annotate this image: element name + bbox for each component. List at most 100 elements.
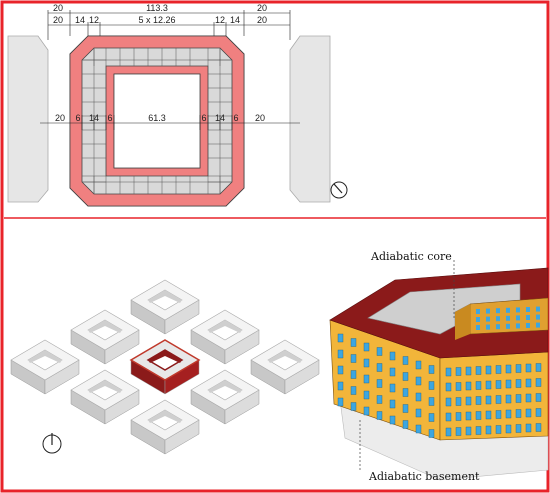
window: [455, 412, 462, 421]
window: [428, 413, 435, 422]
neighbour-right: [289, 35, 331, 203]
window: [485, 425, 492, 435]
window: [536, 322, 540, 328]
urban-block-model: [10, 279, 320, 455]
window: [486, 316, 490, 322]
dim-right-b: 14: [230, 15, 240, 25]
window: [536, 314, 540, 320]
block-courtyard-wall: [88, 380, 122, 393]
window: [525, 423, 532, 433]
window: [415, 392, 422, 402]
dim-mid-d-left: 6: [107, 113, 112, 123]
window: [363, 358, 370, 368]
window: [465, 381, 472, 391]
window: [485, 410, 492, 420]
window: [486, 324, 490, 330]
window: [415, 424, 422, 434]
window: [455, 382, 462, 391]
window: [445, 397, 452, 407]
window: [376, 363, 383, 372]
window: [505, 364, 512, 374]
window: [350, 402, 357, 411]
window: [515, 379, 522, 388]
floor-plan: 20 113.3 20 20 14 12 5 x 12.26 12 14 20 …: [7, 3, 348, 207]
window: [389, 351, 396, 361]
window: [506, 307, 510, 313]
window: [350, 338, 357, 347]
window: [363, 390, 370, 400]
block: [10, 339, 80, 395]
block: [130, 399, 200, 455]
window: [389, 399, 396, 409]
facade-front: [439, 351, 549, 441]
window: [496, 324, 500, 330]
block-highlighted: [129, 339, 201, 395]
window: [376, 395, 383, 404]
window: [428, 429, 435, 438]
window: [402, 420, 409, 429]
window: [350, 386, 357, 395]
dim-total: 113.3: [146, 3, 168, 13]
dim-outer-right: 20: [257, 3, 267, 13]
window: [505, 394, 512, 404]
dim-middle: 5 x 12.26: [138, 15, 175, 25]
block-courtyard-wall: [88, 320, 122, 333]
block: [70, 369, 140, 425]
dim-mid-d-right: 6: [201, 113, 206, 123]
window: [363, 406, 370, 416]
window: [465, 411, 472, 421]
window: [526, 307, 530, 312]
window: [376, 411, 383, 420]
window: [495, 380, 502, 389]
window: [475, 411, 482, 420]
block-courtyard-wall: [148, 290, 182, 303]
window: [376, 379, 383, 388]
dim-left-b: 14: [75, 15, 85, 25]
dim-mid-c-right: 14: [215, 113, 225, 123]
window: [535, 423, 542, 432]
window: [465, 366, 472, 376]
window: [389, 367, 396, 377]
dim-mid-c-left: 14: [89, 113, 99, 123]
window: [475, 396, 482, 405]
window: [505, 379, 512, 389]
window: [350, 370, 357, 379]
neighbour-left: [7, 35, 49, 203]
window: [485, 380, 492, 390]
window: [415, 408, 422, 418]
window: [337, 349, 344, 359]
window: [428, 397, 435, 406]
window: [526, 323, 530, 328]
window: [525, 408, 532, 418]
window: [445, 412, 452, 422]
window: [389, 415, 396, 425]
window: [455, 367, 462, 376]
window: [535, 393, 542, 402]
window: [506, 315, 510, 321]
dim-left-c: 12: [89, 15, 99, 25]
window: [515, 409, 522, 418]
window: [337, 365, 344, 375]
window: [465, 396, 472, 406]
window: [485, 395, 492, 405]
dim-mid-a-right: 20: [255, 113, 265, 123]
windows-courtyard: [476, 306, 540, 330]
window: [445, 382, 452, 392]
window: [535, 378, 542, 387]
window: [486, 308, 490, 314]
window: [505, 424, 512, 434]
block: [70, 309, 140, 365]
window: [485, 365, 492, 375]
dim-outer-left: 20: [53, 3, 63, 13]
window: [515, 394, 522, 403]
window: [496, 316, 500, 322]
window: [515, 364, 522, 373]
window: [475, 366, 482, 375]
window: [525, 378, 532, 388]
label-adiabatic-basement: Adiabatic basement: [368, 470, 480, 483]
window: [515, 424, 522, 433]
window: [445, 367, 452, 377]
window: [465, 426, 472, 436]
window: [455, 397, 462, 406]
